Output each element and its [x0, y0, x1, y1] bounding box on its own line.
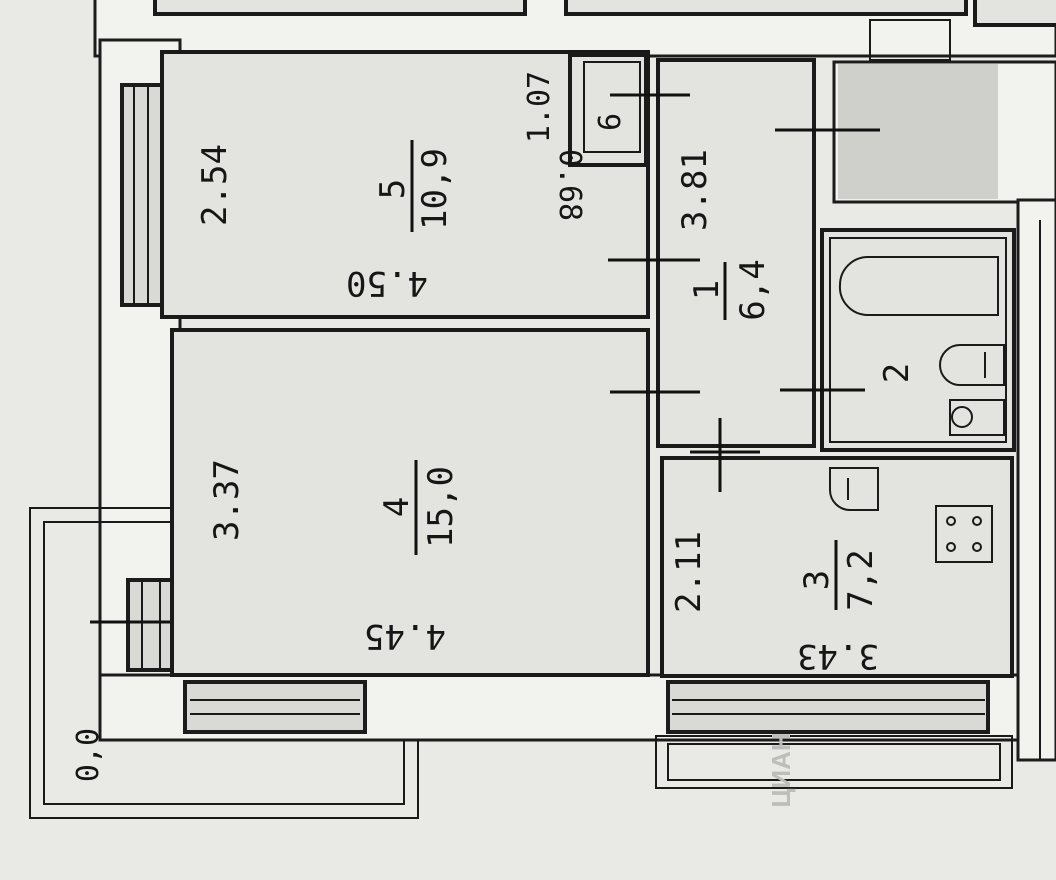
room-3-length: 3.43 — [797, 636, 879, 676]
room-4-labels: 4 15,0 3.37 4.45 — [207, 459, 461, 656]
window-room-4 — [183, 680, 367, 734]
watermark: ЦИАН — [766, 732, 796, 807]
toilet-icon — [939, 344, 1005, 386]
room-1-hallway — [656, 58, 816, 448]
loggia-kitchen — [655, 735, 1013, 789]
stove-icon — [935, 505, 993, 563]
window-room-3 — [666, 680, 990, 734]
room-3-area: 7,2 — [841, 549, 881, 610]
closet-labels: 1.07 0.68 6 — [522, 71, 628, 221]
room-5-width: 2.54 — [195, 144, 235, 226]
room-3-number: 3 — [797, 570, 837, 590]
balcony-area: 0,0 — [71, 728, 106, 782]
room-4-length: 4.45 — [364, 616, 446, 656]
room-2-number: 2 — [877, 363, 917, 383]
sink-icon — [949, 399, 1005, 436]
room-1-labels: 3.81 1 6,4 — [675, 149, 773, 321]
room-3-width: 2.11 — [669, 531, 709, 613]
room-4 — [170, 328, 650, 677]
room-1-area: 6,4 — [733, 259, 773, 320]
room-4-number: 4 — [377, 497, 417, 517]
closet-length: 0.68 — [552, 149, 587, 221]
room-3-labels: 2.11 3 7,2 3.43 — [669, 531, 881, 676]
closet-6-number: 6 — [593, 113, 628, 131]
room-2-bathroom — [820, 228, 1016, 452]
closet-6 — [568, 53, 648, 167]
door-marks — [608, 93, 880, 492]
closet-width: 1.07 — [522, 71, 557, 143]
room-5-length: 4.50 — [346, 263, 428, 303]
room-1-number: 1 — [687, 280, 727, 300]
room-1-width: 3.81 — [675, 149, 715, 231]
room-4-width: 3.37 — [207, 459, 247, 541]
window-room-5 — [120, 83, 164, 307]
room-5-labels: 5 10,9 2.54 4.50 — [195, 140, 455, 303]
room-4-area: 15,0 — [421, 466, 461, 548]
room-5 — [160, 50, 650, 319]
kitchen-sink-icon — [829, 467, 879, 511]
room-5-area: 10,9 — [415, 148, 455, 230]
top-wall-strip — [93, 0, 1056, 61]
bathtub-icon — [838, 256, 999, 317]
room-5-number: 5 — [373, 179, 413, 199]
